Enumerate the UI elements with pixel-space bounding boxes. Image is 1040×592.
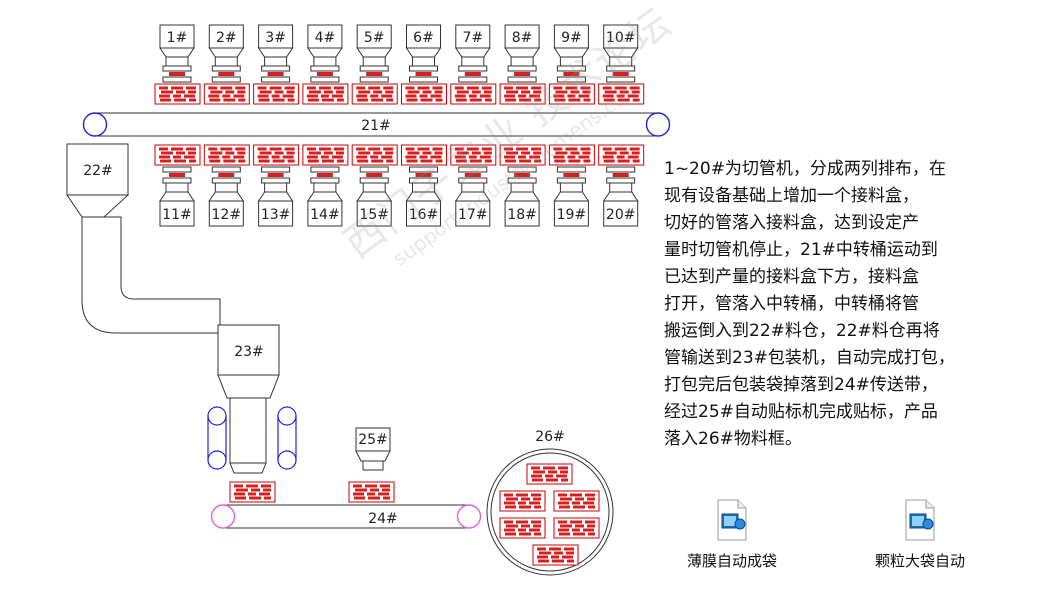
cutter-label: 10# xyxy=(606,30,636,46)
process-description: 1~20#为切管机，分成两列排布，在现有设备基础上增加一个接料盒， 切好的管落入接… xyxy=(664,156,1034,453)
packer-23: 23# xyxy=(207,324,297,474)
collection-box xyxy=(597,143,646,167)
file-granule-bagging[interactable]: 颗粒大袋自动 xyxy=(860,498,980,571)
collection-box xyxy=(153,143,202,167)
cutting-machine: 10# xyxy=(597,24,646,106)
cutting-machine: 13# xyxy=(252,143,301,227)
package-in-bin xyxy=(498,489,547,513)
labeler-25-label: 25# xyxy=(358,432,388,448)
package-in-bin xyxy=(498,516,547,540)
collection-box xyxy=(202,82,251,106)
collection-box xyxy=(153,82,202,106)
cutting-machine: 19# xyxy=(547,143,596,227)
cutter-label: 1# xyxy=(167,30,188,46)
collection-box xyxy=(547,82,596,106)
description-line: 现有设备基础上增加一个接料盒， xyxy=(664,186,919,206)
cutter-label: 12# xyxy=(212,207,242,223)
collection-box xyxy=(350,82,399,106)
collection-box xyxy=(400,143,448,167)
collection-box xyxy=(498,82,547,106)
cutting-machine: 11# xyxy=(153,143,202,227)
cutting-machine: 2# xyxy=(202,24,251,106)
cutter-label: 11# xyxy=(162,207,192,223)
package-in-bin xyxy=(552,489,601,513)
description-line: 落入26#物料框。 xyxy=(664,429,802,449)
collection-box xyxy=(252,82,301,106)
bin-26: 26# xyxy=(486,429,614,576)
collection-box xyxy=(400,82,448,106)
cutter-label: 2# xyxy=(216,30,237,46)
cutting-machine: 14# xyxy=(301,143,350,227)
cutting-machine: 4# xyxy=(301,24,350,106)
description-line: 1~20#为切管机，分成两列排布，在 xyxy=(664,159,946,179)
cutting-machine: 9# xyxy=(547,24,596,106)
cutter-label: 13# xyxy=(261,207,291,223)
collection-box xyxy=(597,82,646,106)
cutting-machine: 16# xyxy=(400,143,448,227)
cutter-label: 18# xyxy=(507,207,537,223)
cutter-label: 3# xyxy=(265,30,286,46)
cutting-machine: 1# xyxy=(153,24,202,106)
cutter-label: 14# xyxy=(310,207,340,223)
cutting-machine: 7# xyxy=(449,24,498,106)
cutting-machine: 6# xyxy=(400,24,448,106)
collection-box xyxy=(449,82,498,106)
collection-box xyxy=(202,143,251,167)
cutting-machine: 8# xyxy=(498,24,547,106)
cutter-label: 9# xyxy=(561,30,582,46)
collection-box xyxy=(547,143,596,167)
cutter-label: 19# xyxy=(557,207,587,223)
cutting-machine: 12# xyxy=(202,143,251,227)
collection-box xyxy=(301,143,350,167)
cutting-machine: 20# xyxy=(597,143,646,227)
collection-box xyxy=(498,143,547,167)
cutter-label: 17# xyxy=(458,207,488,223)
cutter-label: 5# xyxy=(364,30,385,46)
hopper-22-label: 22# xyxy=(83,163,113,179)
package-in-bin xyxy=(525,462,574,486)
video-file-icon xyxy=(905,499,935,541)
cutter-label: 6# xyxy=(413,30,434,46)
package-in-bin xyxy=(531,543,580,567)
video-file-icon xyxy=(717,499,747,541)
cutter-label: 15# xyxy=(359,207,389,223)
conveyor-24: 24# xyxy=(210,480,482,529)
description-line: 切好的管落入接料盒，达到设定产 xyxy=(664,213,919,233)
package-on-conveyor xyxy=(347,480,396,504)
description-line: 打包完后包装袋掉落到24#传送带， xyxy=(664,375,938,395)
cutting-machine: 5# xyxy=(350,24,399,106)
description-line: 管输送到23#包装机，自动完成打包， xyxy=(664,348,955,368)
package-in-bin xyxy=(552,516,601,540)
packer-23-label: 23# xyxy=(234,344,264,360)
collection-box xyxy=(301,82,350,106)
bin-26-label: 26# xyxy=(535,429,565,445)
conveyor-21-label: 21# xyxy=(361,118,391,134)
description-line: 经过25#自动贴标机完成贴标，产品 xyxy=(664,402,938,422)
collection-box xyxy=(350,143,399,167)
cutter-label: 16# xyxy=(409,207,439,223)
cutter-label: 8# xyxy=(512,30,533,46)
cutter-label: 4# xyxy=(315,30,336,46)
cutter-label: 20# xyxy=(606,207,636,223)
description-line: 搬运倒入到22#料仓，22#料仓再将 xyxy=(664,321,940,341)
conveyor-21: 21# xyxy=(82,112,671,137)
cutting-machine: 18# xyxy=(498,143,547,227)
description-line: 已达到产量的接料盒下方，接料盒 xyxy=(664,267,919,287)
cutting-machine: 15# xyxy=(350,143,399,227)
cutter-label: 7# xyxy=(462,30,483,46)
description-line: 量时切管机停止，21#中转桶运动到 xyxy=(664,240,938,260)
file-film-bagging[interactable]: 薄膜自动成袋 xyxy=(672,498,792,571)
cutting-machine: 3# xyxy=(252,24,301,106)
file-label: 颗粒大袋自动 xyxy=(874,552,965,570)
collection-box xyxy=(252,143,301,167)
collection-box xyxy=(449,143,498,167)
hopper-22: 22# xyxy=(66,143,221,334)
package-on-conveyor xyxy=(228,480,277,504)
labeler-25: 25# xyxy=(355,427,391,471)
description-line: 打开，管落入中转桶，中转桶将管 xyxy=(664,294,919,314)
cutting-machine: 17# xyxy=(449,143,498,227)
conveyor-24-label: 24# xyxy=(368,511,398,527)
file-label: 薄膜自动成袋 xyxy=(686,552,777,570)
